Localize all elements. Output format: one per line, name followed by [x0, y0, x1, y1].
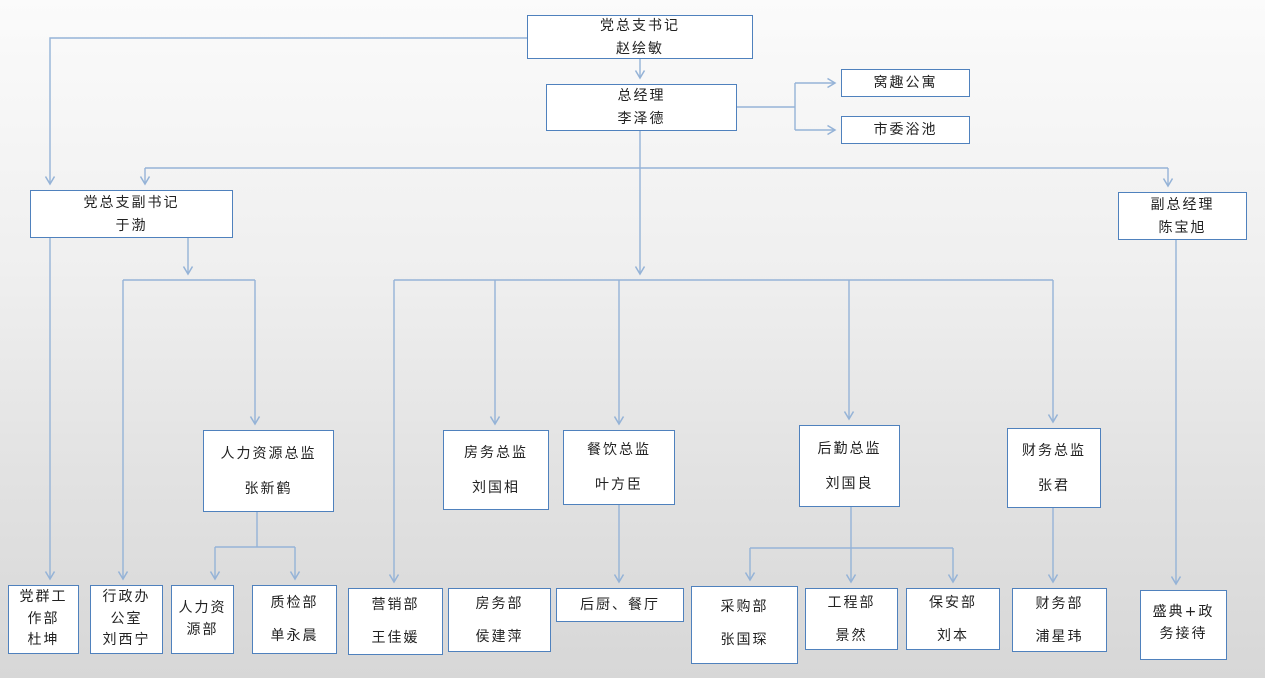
node-security-dept: 保安部 刘本: [906, 588, 1000, 650]
node-shiwei-bath: 市委浴池: [841, 116, 970, 144]
node-title: 副总经理: [1150, 196, 1215, 213]
node-label: 窝趣公寓: [873, 75, 938, 91]
node-title: 党总支副书记: [83, 194, 180, 211]
node-rooms-director: 房务总监 刘国相: [443, 430, 549, 510]
node-finance-dept: 财务部 浦星玮: [1012, 588, 1107, 652]
node-person: 李泽德: [617, 111, 666, 127]
node-person: 单永晨: [270, 628, 319, 644]
node-engineering-dept: 工程部 景然: [805, 588, 898, 650]
node-admin-office: 行政办公室 刘西宁: [90, 585, 163, 654]
node-title: 总经理: [617, 88, 666, 104]
node-person: 于渤: [115, 217, 148, 234]
node-title: 党总支书记: [600, 17, 680, 34]
node-person: 张君: [1038, 477, 1070, 494]
node-person: 侯建萍: [475, 628, 524, 645]
node-hr-director: 人力资源总监 张新鹤: [203, 430, 334, 512]
node-person: 刘国良: [825, 475, 874, 492]
node-title: 餐饮总监: [587, 442, 651, 458]
node-title: 党群工作部: [19, 589, 68, 627]
connector-gm-side-trunk: [737, 83, 796, 130]
node-title: 保安部: [929, 594, 977, 611]
node-title: 行政办公室: [102, 589, 151, 627]
node-deputy-general-manager: 副总经理 陈宝旭: [1118, 192, 1247, 240]
node-logistics-director: 后勤总监 刘国良: [799, 425, 900, 507]
node-person: 陈宝旭: [1158, 219, 1207, 236]
node-deputy-party-secretary: 党总支副书记 于渤: [30, 190, 233, 238]
node-title: 工程部: [827, 594, 876, 611]
node-title: 房务部: [475, 595, 524, 612]
node-person: 刘本: [937, 627, 969, 644]
node-person: 叶方臣: [595, 477, 643, 493]
node-title: 营销部: [371, 597, 420, 613]
node-label: 人力资源部: [178, 600, 227, 638]
node-general-manager: 总经理 李泽德: [546, 84, 737, 131]
node-title: 人力资源总监: [220, 445, 317, 462]
node-title: 财务部: [1035, 595, 1084, 612]
node-rooms-dept: 房务部 侯建萍: [448, 588, 551, 652]
node-title: 采购部: [720, 599, 769, 615]
node-label: 后厨、餐厅: [580, 597, 660, 613]
node-marketing-dept: 营销部 王佳媛: [348, 588, 443, 655]
connector-hr-director-trunk: [215, 512, 295, 548]
node-person: 刘国相: [472, 479, 520, 496]
node-person: 张新鹤: [244, 480, 293, 497]
node-purchasing-dept: 采购部 张国琛: [691, 586, 798, 664]
node-quality-dept: 质检部 单永晨: [252, 585, 337, 654]
node-person: 刘西宁: [102, 632, 151, 649]
connector-secretary-to-deputy-secretary: [44, 37, 527, 186]
node-food-beverage-director: 餐饮总监 叶方臣: [563, 430, 675, 505]
node-kitchen-dining: 后厨、餐厅: [556, 588, 684, 622]
node-woqu-apartment: 窝趣公寓: [841, 69, 970, 97]
node-person: 赵绘敏: [616, 40, 664, 57]
node-party-mass-dept: 党群工作部 杜坤: [8, 585, 79, 654]
node-title: 质检部: [270, 595, 319, 611]
node-title: 财务总监: [1022, 442, 1086, 459]
node-hr-dept: 人力资源部: [171, 585, 234, 654]
node-party-secretary: 党总支书记 赵绘敏: [527, 15, 753, 59]
node-person: 王佳媛: [371, 630, 420, 646]
node-person: 浦星玮: [1035, 628, 1084, 645]
node-person: 景然: [835, 627, 868, 644]
connector-logistics-trunk: [750, 507, 953, 549]
node-finance-director: 财务总监 张君: [1007, 428, 1101, 508]
node-events-reception: 盛典+政务接待: [1140, 590, 1227, 660]
node-title: 后勤总监: [817, 440, 882, 457]
node-title: 房务总监: [464, 444, 528, 461]
node-label: 市委浴池: [873, 122, 938, 138]
node-person: 张国琛: [720, 632, 769, 648]
node-person: 杜坤: [27, 632, 60, 649]
node-label: 盛典+政务接待: [1152, 604, 1215, 642]
